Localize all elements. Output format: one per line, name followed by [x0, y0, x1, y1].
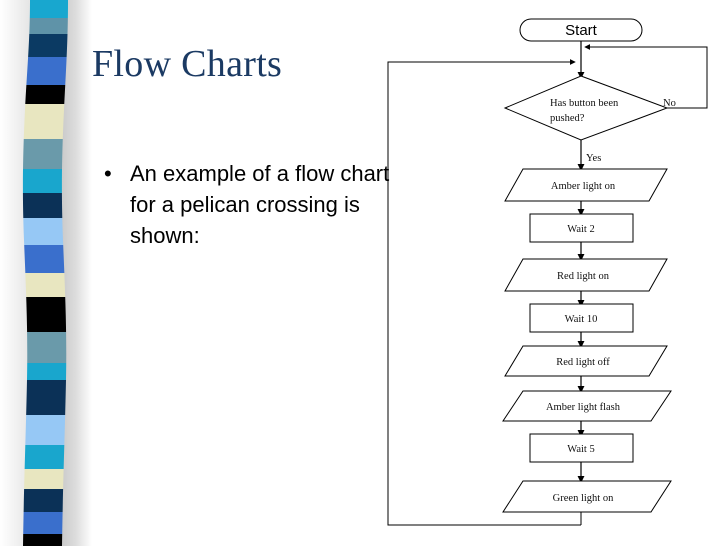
branch-label-yes: Yes: [586, 153, 601, 164]
flow-node-red-light-off: Red light off: [504, 345, 668, 377]
flow-node-wait-5: Wait 5: [529, 433, 634, 463]
flow-node-red-light-off-label: Red light off: [556, 357, 610, 368]
flow-node-start-label: Start: [565, 22, 598, 39]
flow-node-wait-10: Wait 10: [529, 303, 634, 333]
flow-node-amber-light-flash-label: Amber light flash: [546, 402, 621, 413]
list-item-label: An example of a flow chart for a pelican…: [130, 161, 390, 248]
flow-node-red-light-on: Red light on: [504, 258, 668, 292]
loop-back-connector-no: [584, 44, 708, 109]
flow-node-wait-5-label: Wait 5: [567, 444, 594, 455]
flow-node-amber-light-on-label: Amber light on: [551, 181, 616, 192]
page-title: Flow Charts: [92, 43, 283, 85]
loop-back-connector-left: [387, 59, 581, 526]
flow-node-amber-light-flash: Amber light flash: [502, 390, 672, 422]
flow-node-decision-label-line1: Has button been: [550, 98, 619, 109]
flow-node-wait-2-label: Wait 2: [567, 224, 594, 235]
flow-node-amber-light-on: Amber light on: [504, 168, 668, 202]
stripe-group: [22, 0, 69, 546]
branch-label-no: No: [663, 98, 676, 109]
slide-bullet-list: • An example of a flow chart for a pelic…: [96, 158, 406, 251]
flow-node-green-light-on-label: Green light on: [553, 493, 614, 504]
flow-node-start: Start: [519, 18, 643, 42]
flow-node-wait-2: Wait 2: [529, 213, 634, 243]
flow-node-red-light-on-label: Red light on: [557, 271, 610, 282]
decorative-left-band: [0, 0, 92, 546]
flow-node-decision-label-line2: pushed?: [550, 113, 585, 124]
list-item: • An example of a flow chart for a pelic…: [96, 158, 406, 251]
flow-node-decision: Has button been pushed?: [503, 75, 669, 141]
color-stripe-graphic: [0, 0, 92, 546]
flow-node-green-light-on: Green light on: [502, 480, 672, 513]
flow-node-wait-10-label: Wait 10: [565, 314, 598, 325]
bullet-marker-icon: •: [104, 161, 112, 186]
